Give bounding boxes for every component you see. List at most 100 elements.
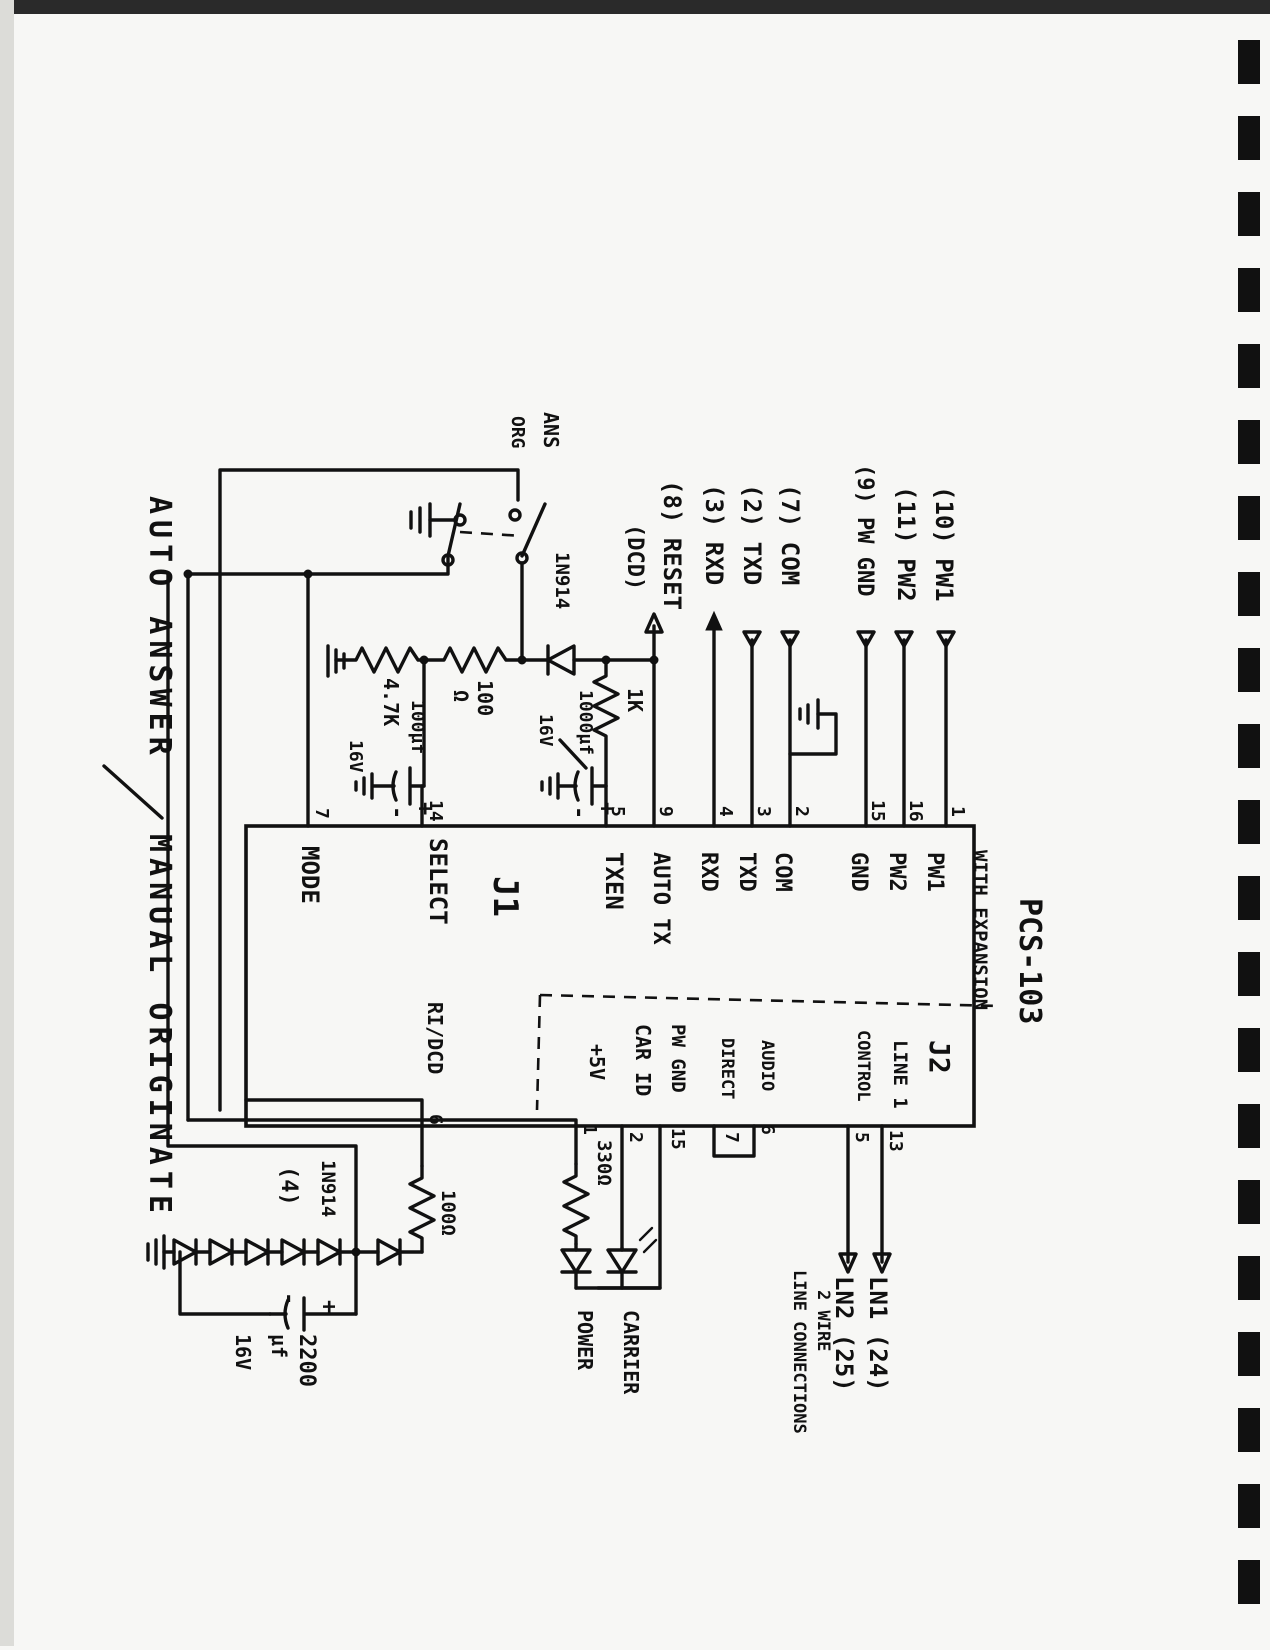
res-1k-label: 1K [623,688,647,712]
binder-hole [1238,724,1260,768]
ri-dcd-wire [244,1098,424,1128]
paper-edge [0,0,1270,14]
line-connection-labels: LN1 (24) LN2 (25) 2 WIRE LINE CONNECTION… [789,1270,892,1434]
res-330 [562,1162,590,1246]
svg-text:+: + [316,1300,341,1313]
binder-hole [1238,1028,1260,1072]
connector-label: (11) PW2 [892,486,920,602]
arrow-pw1 [936,630,956,648]
svg-text:+: + [412,802,437,815]
cap-a-voltage: 16V [345,740,366,773]
j1-pin-name: TXEN [600,852,628,910]
j1-pin-number: 9 [655,806,676,817]
j1-pin-number: 1 [947,806,968,817]
j2-pin-name: +5V [585,1044,609,1080]
binder-hole [1238,268,1260,312]
j1-pin-name: PW2 [884,852,909,892]
binder-hole [1238,800,1260,844]
binder-hole [1238,344,1260,388]
switch-feed-wire [218,468,520,1112]
j2-pin-name: AUDIO [757,1040,777,1091]
connector-label: (2) TXD [738,484,766,585]
j2-pin-names: LINE 1 CONTROL AUDIO DIRECT PW GND CAR I… [423,1002,911,1109]
j1-pin-numbers: 1 16 15 2 3 4 9 5 14 7 [311,800,968,822]
binder-hole [1238,572,1260,616]
j1-pin-name: COM [770,852,795,892]
diode-top-label: 1N914 [551,552,573,609]
binder-hole [1238,192,1260,236]
connector-label: (DCD) [622,524,647,590]
j2-pin-name: CAR ID [631,1024,655,1096]
ground-symbol [798,698,820,730]
paper-margin-edge [0,0,14,1646]
chip-sub-label: WITH EXPANSION [969,850,991,1010]
binder-hole [1238,496,1260,540]
res-47k-label: 4.7K [379,678,403,726]
j2-pin-number: 5 [851,1132,872,1143]
binder-hole [1238,876,1260,920]
ans-org-switch[interactable] [409,502,547,567]
binder-hole [1238,952,1260,996]
cap-b-voltage: 16V [535,714,556,747]
svg-text:-: - [384,806,409,819]
binder-hole [1238,1180,1260,1224]
res-330-label: 330Ω [593,1140,615,1186]
led-power-label: POWER [573,1310,597,1371]
binder-hole [1238,420,1260,464]
binder-holes [1238,40,1260,1604]
svg-text:-: - [566,806,591,819]
binder-hole [1238,40,1260,84]
res-100-top [422,646,524,674]
j1-pin-name: PW1 [922,852,947,892]
j2-pin-number: 1 [579,1124,600,1135]
j2-pin-name: RI/DCD [423,1002,447,1074]
cap-1000uf: + - [540,738,619,819]
led-carrier-label: CARRIER [619,1310,643,1395]
cap-a-value: 100µf [407,700,428,754]
binder-hole [1238,1104,1260,1148]
connector-label: (10) PW1 [930,486,958,602]
title-auto-answer: AUTO ANSWER [142,496,177,761]
j1-pin-name: GND [846,852,871,892]
title-manual-originate: MANUAL ORIGINATE [142,834,177,1219]
mode-to-supply-wire [186,1118,578,1128]
diode-string [146,1234,424,1270]
cap-100uf: + - [354,766,437,819]
mode-rail-wire [186,554,450,576]
j2-pin-name: PW GND [667,1024,689,1093]
j1-label: J1 [485,876,525,917]
j1-pin-number: 7 [311,808,332,819]
j1-pin-name: MODE [296,846,324,904]
com-ground-tap [788,712,838,756]
binder-hole [1238,1256,1260,1300]
binder-hole [1238,1332,1260,1376]
connector-label: (7) COM [776,484,804,585]
res-100-top-label: 100 [473,680,497,716]
cap-2200uf: + - [268,1292,358,1332]
switch-ans-label: ANS [539,412,563,448]
cap-b-value: 1000µf [575,690,596,755]
title-slash [102,764,164,820]
line-note-2: LINE CONNECTIONS [789,1270,809,1434]
j2-pin-number: 15 [667,1128,688,1150]
cap-big-voltage: 16V [231,1334,255,1370]
line-pin-label: LN2 (25) [830,1276,858,1392]
diode-string-return [178,1250,272,1316]
chip-name-label: PCS-103 [1012,898,1047,1024]
j2-pin-name: LINE 1 [889,1040,911,1109]
led-carrier [606,1226,658,1290]
j2-pin-number: 2 [625,1132,646,1143]
j2-pin-numbers: 13 5 6 7 15 2 1 6 [425,1114,906,1152]
binder-hole [1238,1408,1260,1452]
svg-text:-: - [276,1292,301,1305]
connector-label: (8) RESET [658,480,686,610]
j2-leads [420,1124,884,1290]
j2-pin-name: CONTROL [853,1030,873,1102]
j1-pin-name: AUTO TX [648,852,673,945]
arrow-com [780,630,800,648]
binder-hole [1238,1560,1260,1604]
line-arrowheads [838,1252,892,1274]
j1-pin-number: 15 [867,800,888,822]
